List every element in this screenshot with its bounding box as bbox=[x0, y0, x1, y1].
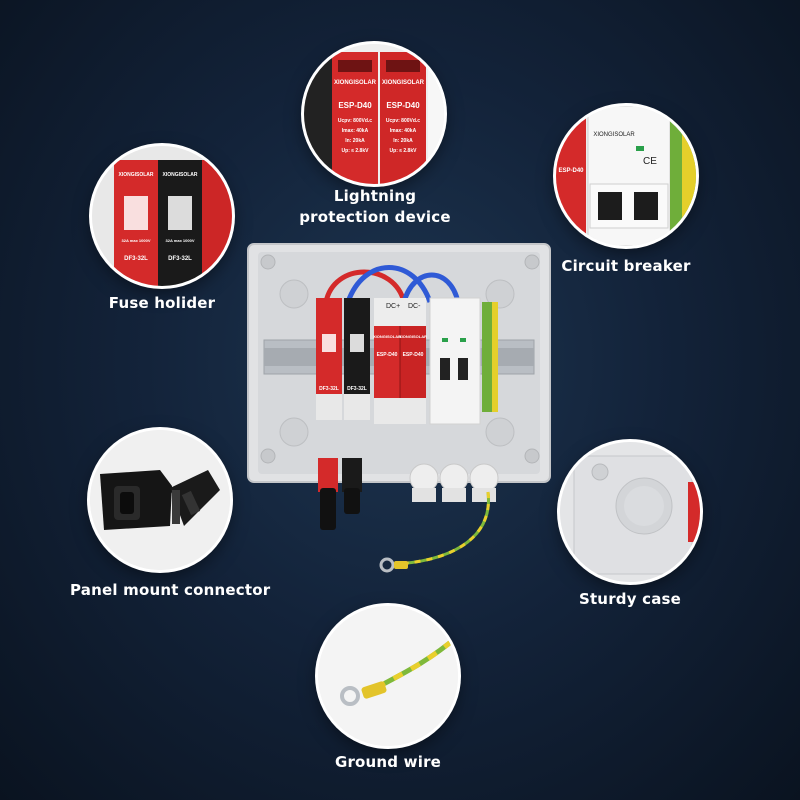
knockout bbox=[485, 279, 515, 309]
fuse-holder-red: DF3-32L bbox=[316, 298, 342, 420]
ground-wire-cable bbox=[393, 491, 490, 566]
screw-hole bbox=[524, 448, 540, 464]
surge-protective-device: DC+ DC- XIONGISOLAR XIONGISOLAR ESP-D40 … bbox=[373, 298, 427, 424]
screw-hole bbox=[260, 254, 276, 270]
fuse-holder-photo: XIONGISOLAR XIONGISOLAR 32A max 1000V 32… bbox=[92, 146, 232, 286]
combiner-box-photo: DF3-32L DF3-32L DC+ DC- XIONGISOLAR XION… bbox=[247, 243, 551, 573]
panel-mount-connector bbox=[318, 458, 362, 530]
panel-connector-label: Panel mount connector bbox=[70, 581, 271, 599]
blue-wire bbox=[401, 272, 461, 303]
spd-rating-text: Imax: 40kA bbox=[390, 128, 417, 134]
fuse-holder-circle: XIONGISOLAR XIONGISOLAR 32A max 1000V 32… bbox=[92, 146, 232, 286]
lightning-brand-text: XIONGISOLAR bbox=[334, 80, 377, 86]
circuit-breaker bbox=[429, 297, 481, 425]
fuse-rating-text: 32A max 1000V bbox=[122, 238, 151, 243]
screw-hole bbox=[260, 448, 276, 464]
spd-rating-text: Imax: 40kA bbox=[342, 128, 369, 134]
knockout bbox=[279, 417, 309, 447]
panel-connector-circle bbox=[90, 430, 230, 570]
dc-plus-text: DC+ bbox=[386, 303, 400, 310]
fuse-holder-black: DF3-32L bbox=[344, 298, 370, 420]
spd-rating-text: In: 20kA bbox=[393, 138, 413, 144]
blue-wire bbox=[345, 265, 433, 303]
fuse-model-text: DF3-32L bbox=[124, 256, 148, 262]
sturdy-case-label: Sturdy case bbox=[578, 590, 682, 608]
breaker-brand-text: XIONGISOLAR bbox=[593, 132, 635, 138]
ground-wire-photo bbox=[318, 606, 458, 746]
ring-terminal bbox=[379, 557, 395, 573]
sturdy-case-circle bbox=[560, 442, 700, 582]
ground-wire-circle bbox=[318, 606, 458, 746]
fuse-brand-text: XIONGISOLAR bbox=[118, 172, 153, 178]
cable-gland bbox=[409, 463, 499, 502]
lightning-protection-photo: XIONGISOLAR XIONGISOLAR ESP-D40 ESP-D40 … bbox=[304, 44, 444, 184]
spd-model-text: ESP-D40 bbox=[377, 352, 398, 358]
circuit-breaker-circle: ESP-D40 XIONGISOLAR CE bbox=[556, 106, 696, 246]
fuse-brand-text: XIONGISOLAR bbox=[162, 172, 197, 178]
breaker-spd-model-text: ESP-D40 bbox=[558, 168, 584, 174]
knockout bbox=[485, 417, 515, 447]
spd-rating-text: Up: ≤ 2.8kV bbox=[390, 148, 418, 154]
spd-rating-text: Ucpv: 800Vd.c bbox=[386, 118, 420, 124]
spd-rating-text: Ucpv: 800Vd.c bbox=[338, 118, 372, 124]
circuit-breaker-photo: ESP-D40 XIONGISOLAR CE bbox=[556, 106, 696, 246]
spd-brand-text: XIONGISOLAR bbox=[373, 334, 401, 339]
lightning-model-text: ESP-D40 bbox=[338, 101, 372, 110]
lightning-protection-circle: XIONGISOLAR XIONGISOLAR ESP-D40 ESP-D40 … bbox=[304, 44, 444, 184]
lightning-brand-text: XIONGISOLAR bbox=[382, 80, 425, 86]
dc-minus-text: DC- bbox=[408, 303, 421, 310]
ground-wire-label: Ground wire bbox=[334, 753, 442, 771]
lightning-protection-label: Lightning protection device bbox=[299, 187, 451, 226]
knockout bbox=[279, 279, 309, 309]
spd-model-text: ESP-D40 bbox=[403, 352, 424, 358]
fuse-holder-label: Fuse holider bbox=[108, 294, 216, 312]
spd-rating-text: Up: ≤ 2.8kV bbox=[342, 148, 370, 154]
ground-terminal bbox=[482, 302, 492, 412]
sturdy-case-photo bbox=[560, 442, 700, 582]
fuse-model-text: DF3-32L bbox=[168, 256, 192, 262]
fuse-model-text: DF3-32L bbox=[319, 386, 339, 392]
spd-rating-text: In: 20kA bbox=[345, 138, 365, 144]
red-wire bbox=[323, 269, 407, 303]
spd-brand-text: XIONGISOLAR bbox=[399, 334, 427, 339]
screw-hole bbox=[524, 254, 540, 270]
circuit-breaker-label: Circuit breaker bbox=[561, 257, 691, 275]
fuse-model-text: DF3-32L bbox=[347, 386, 367, 392]
lightning-model-text: ESP-D40 bbox=[386, 101, 420, 110]
fuse-rating-text: 32A max 1000V bbox=[166, 238, 195, 243]
panel-connector-photo bbox=[90, 430, 230, 570]
ce-mark: CE bbox=[643, 156, 657, 167]
